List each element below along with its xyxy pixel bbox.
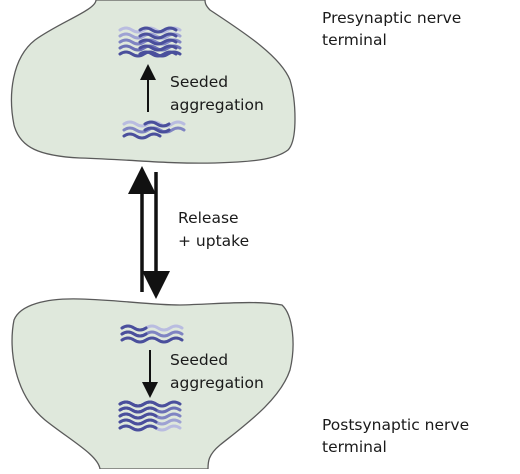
presynaptic-seed [122, 120, 186, 140]
fibril-group [138, 26, 178, 58]
seeded-top-label-line1: Seeded [170, 73, 229, 91]
presynaptic-label-line1: Presynaptic nerve [322, 9, 462, 27]
postsynaptic-seed [120, 324, 184, 344]
presynaptic-label-line2: terminal [322, 31, 387, 49]
postsynaptic-label-line2: terminal [322, 438, 387, 456]
seeded-top-label-line2: aggregation [170, 96, 264, 114]
postsynaptic-large-aggregate [118, 400, 182, 432]
presynaptic-terminal [10, 0, 296, 164]
seeded-bottom-label-line2: aggregation [170, 374, 264, 392]
postsynaptic-label-line1: Postsynaptic nerve [322, 416, 470, 434]
presynaptic-large-aggregate [118, 26, 182, 58]
release-label-line1: Release [178, 209, 239, 227]
release-label-line2: + uptake [178, 232, 250, 250]
seeded-bottom-label-line1: Seeded [170, 351, 229, 369]
